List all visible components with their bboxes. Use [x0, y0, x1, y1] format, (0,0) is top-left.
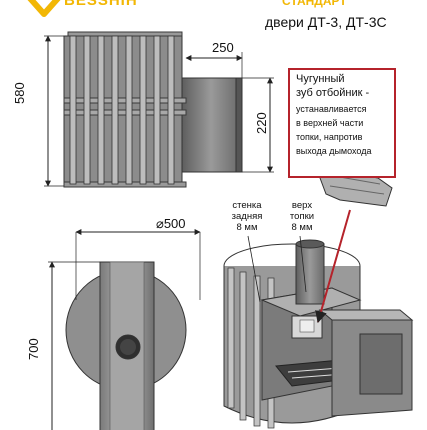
callout-back-wall: стенка задняя 8 мм	[226, 200, 268, 233]
note-body-line4: выхода дымохода	[296, 146, 372, 156]
callout-top-firebox: верх топки 8 мм	[282, 200, 322, 233]
model-name: СТАНДАРТ	[282, 0, 347, 8]
callout-back-wall-line2: задняя	[231, 211, 263, 222]
doors-label: двери ДТ-3, ДТ-3С	[265, 14, 387, 30]
callout-top-firebox-line1: верх	[291, 200, 313, 211]
note-body-line1: устанавливается	[296, 104, 367, 114]
dimension-700: 700	[26, 338, 41, 360]
note-box	[288, 68, 396, 178]
cutaway-view	[223, 209, 414, 429]
note-title-line2: зуб отбойник -	[296, 87, 370, 99]
note-body-line3: топки, напротив	[296, 132, 363, 142]
callout-top-firebox-line2: топки	[289, 211, 315, 222]
dimension-diameter-500: ⌀500	[156, 216, 186, 231]
logo-icon	[27, 0, 61, 17]
front-view	[48, 229, 201, 430]
callout-top-firebox-line3: 8 мм	[291, 222, 313, 233]
dimension-580: 580	[12, 82, 27, 104]
callout-back-wall-line3: 8 мм	[236, 222, 258, 233]
side-view	[44, 31, 274, 188]
dimension-220: 220	[254, 112, 269, 134]
callout-back-wall-line1: стенка	[232, 200, 262, 211]
note-body-line2: в верхней части	[296, 118, 364, 128]
dimension-250: 250	[212, 40, 234, 55]
note-title-line1: Чугунный	[296, 73, 345, 85]
brand-name: BESSHIH	[64, 0, 138, 9]
